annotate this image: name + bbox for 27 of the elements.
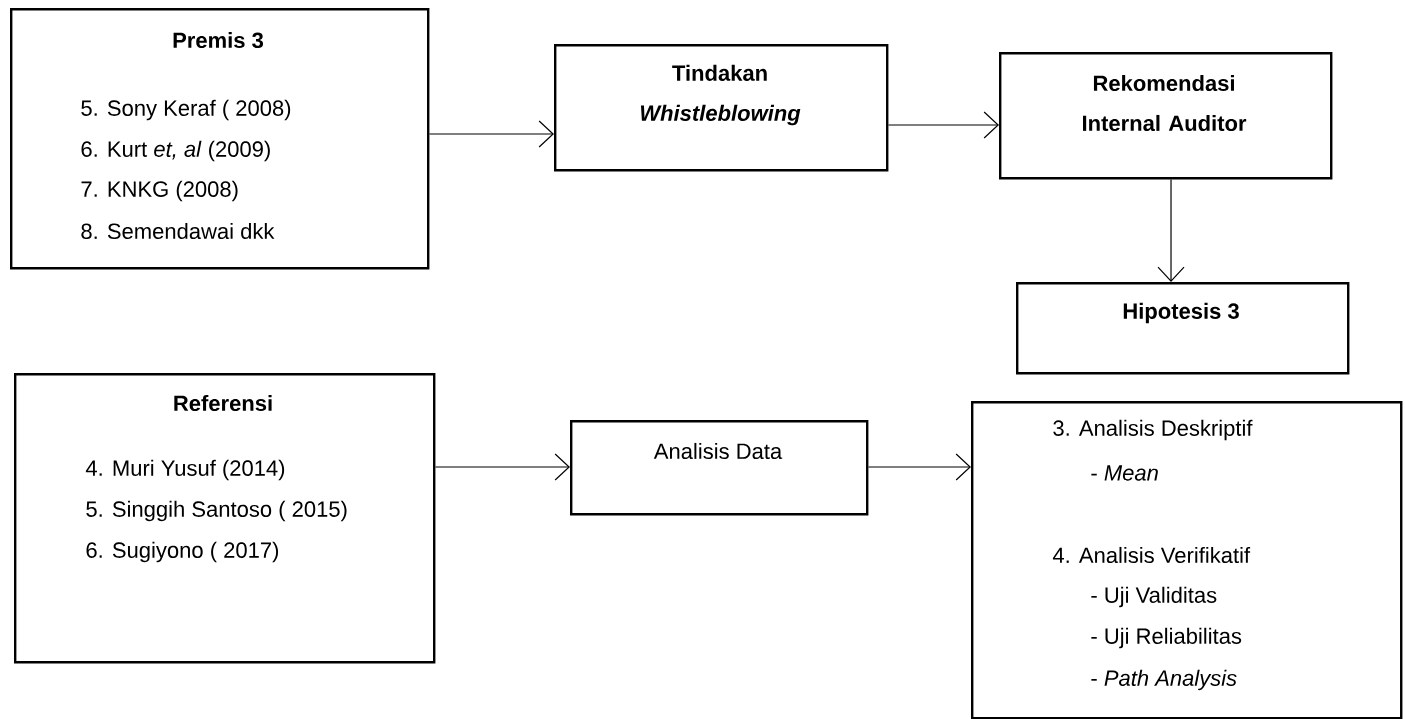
list-box — [10, 8, 430, 270]
list-item: - Mean — [1091, 465, 1158, 481]
list-item: 6. Kurt et, al (2009) — [81, 140, 270, 162]
list-item: - Uji Validitas — [1091, 586, 1217, 608]
arrow — [887, 111, 1000, 139]
list-item: 4. Muri Yusuf (2014) — [85, 459, 285, 481]
arrow — [428, 120, 554, 148]
list-box — [14, 373, 436, 664]
process-box: Rekomendasi Internal Auditor — [999, 52, 1333, 180]
arrow — [867, 453, 972, 481]
process-box: Tindakan Whistleblowing — [554, 44, 889, 172]
process-box: Analisis Data — [570, 420, 869, 516]
list-box — [971, 401, 1403, 719]
list-item: - Uji Reliabilitas — [1091, 627, 1242, 649]
list-item: 5. Singgih Santoso ( 2015) — [86, 500, 347, 522]
list-item: 7. KNKG (2008) — [81, 180, 238, 202]
list-item: 6. Sugiyono ( 2017) — [86, 541, 279, 563]
process-box: Hipotesis 3 — [1016, 282, 1350, 375]
arrow — [1157, 178, 1185, 282]
list-item: 8. Semendawai dkk — [81, 222, 275, 240]
list-item: 4. Analisis Verifikatif — [1052, 546, 1251, 564]
list-item: - Path Analysis — [1091, 669, 1237, 691]
box-heading: Premis 3 — [173, 31, 264, 49]
list-item: 5. Sony Keraf ( 2008) — [81, 99, 291, 121]
list-item: 3. Analisis Deskriptif — [1053, 419, 1253, 441]
box-heading: Referensi — [174, 394, 272, 412]
arrow — [434, 453, 570, 481]
